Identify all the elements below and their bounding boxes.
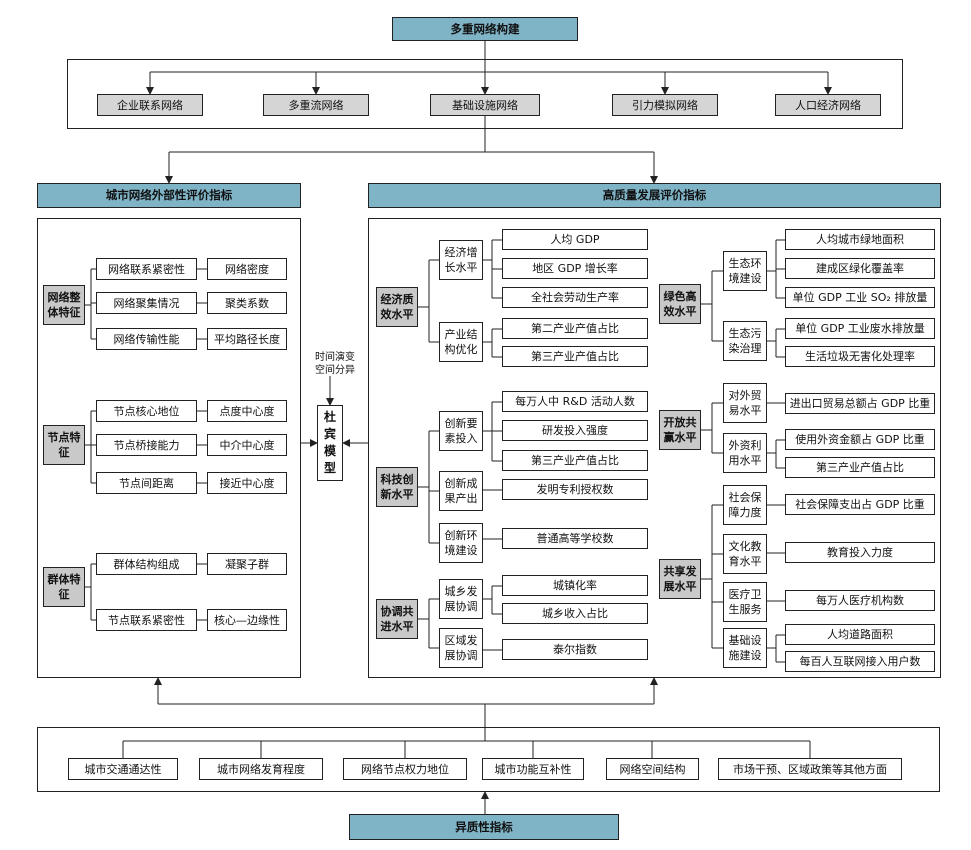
subcategory-box: 文化教育水平: [723, 534, 767, 574]
category-box: 科技创新水平: [376, 467, 418, 507]
category-box: 绿色高效水平: [659, 284, 701, 324]
heterogeneity-frame: [37, 727, 940, 792]
network-box: 人口经济网络: [775, 94, 881, 116]
indicator-box: 第三产业产值占比: [502, 346, 648, 367]
heterogeneity-title: 异质性指标: [349, 814, 619, 840]
indicator-box: 地区 GDP 增长率: [502, 258, 648, 279]
aspect-box: 网络联系紧密性: [96, 258, 197, 280]
indicator-box: 建成区绿化覆盖率: [785, 258, 935, 279]
subcategory-box: 城乡发展协调: [439, 579, 483, 619]
subcategory-box: 医疗卫生服务: [723, 582, 767, 622]
group-box: 节点特征: [43, 425, 85, 465]
indicator-box: 普通高等学校数: [502, 528, 648, 549]
subcategory-box: 区域发展协调: [439, 628, 483, 668]
indicator-box: 社会保障支出占 GDP 比重: [785, 494, 935, 515]
metric-box: 聚类系数: [207, 292, 287, 314]
category-box: 共享发展水平: [659, 559, 701, 599]
network-frame: [67, 59, 903, 129]
indicator-box: 每万人医疗机构数: [785, 590, 935, 611]
factor-box: 网络空间结构: [606, 758, 699, 780]
subcategory-box: 创新要素投入: [439, 411, 483, 451]
aspect-box: 节点联系紧密性: [96, 609, 197, 631]
metric-box: 网络密度: [207, 258, 287, 280]
method-note: 时间演变 空间分异: [315, 352, 355, 376]
indicator-box: 人均 GDP: [502, 229, 648, 250]
externality-panel-title: 城市网络外部性评价指标: [37, 183, 301, 208]
subcategory-box: 对外贸易水平: [723, 383, 767, 423]
subcategory-box: 创新成果产出: [439, 471, 483, 511]
aspect-box: 节点间距离: [96, 472, 197, 494]
indicator-box: 人均城市绿地面积: [785, 229, 935, 250]
aspect-box: 节点桥接能力: [96, 434, 197, 456]
aspect-box: 网络传输性能: [96, 328, 197, 350]
metric-box: 凝聚子群: [207, 553, 287, 575]
subcategory-box: 经济增长水平: [439, 240, 483, 280]
indicator-box: 使用外资金额占 GDP 比重: [785, 429, 935, 450]
indicator-box: 城乡收入占比: [502, 603, 648, 624]
network-box: 引力模拟网络: [612, 94, 718, 116]
multi-network-title: 多重网络构建: [392, 17, 578, 41]
indicator-box: 每万人中 R&D 活动人数: [502, 391, 648, 412]
factor-box: 市场干预、区域政策等其他方面: [718, 758, 902, 780]
indicator-box: 单位 GDP 工业废水排放量: [785, 318, 935, 339]
subcategory-box: 产业结构优化: [439, 322, 483, 362]
group-box: 网络整体特征: [43, 285, 85, 325]
subcategory-box: 创新环境建设: [439, 523, 483, 563]
metric-box: 核心—边缘性: [207, 609, 287, 631]
aspect-box: 节点核心地位: [96, 400, 197, 422]
subcategory-box: 生态环境建设: [723, 251, 767, 291]
indicator-box: 进出口贸易总额占 GDP 比重: [785, 393, 935, 414]
indicator-box: 单位 GDP 工业 SO₂ 排放量: [785, 287, 935, 308]
aspect-box: 群体结构组成: [96, 553, 197, 575]
durbin-model-box: 杜宾模型: [317, 405, 343, 481]
indicator-box: 第三产业产值占比: [785, 457, 935, 478]
metric-box: 中介中心度: [207, 434, 287, 456]
metric-box: 平均路径长度: [207, 328, 287, 350]
subcategory-box: 生态污染治理: [723, 321, 767, 361]
category-box: 开放共赢水平: [659, 410, 701, 450]
indicator-box: 人均道路面积: [785, 624, 935, 645]
factor-box: 城市功能互补性: [482, 758, 584, 780]
indicator-box: 每百人互联网接入用户数: [785, 651, 935, 672]
category-box: 协调共进水平: [376, 599, 418, 639]
category-box: 经济质效水平: [376, 287, 418, 327]
network-box: 企业联系网络: [97, 94, 203, 116]
indicator-box: 第三产业产值占比: [502, 450, 648, 471]
aspect-box: 网络聚集情况: [96, 292, 197, 314]
group-box: 群体特征: [43, 567, 85, 607]
network-box: 基础设施网络: [430, 94, 540, 116]
subcategory-box: 外资利用水平: [723, 433, 767, 473]
subcategory-box: 社会保障力度: [723, 485, 767, 525]
factor-box: 城市交通通达性: [68, 758, 178, 780]
left-panel-frame: [37, 218, 301, 678]
factor-box: 网络节点权力地位: [343, 758, 467, 780]
factor-box: 城市网络发育程度: [199, 758, 323, 780]
indicator-box: 全社会劳动生产率: [502, 287, 648, 308]
subcategory-box: 基础设施建设: [723, 628, 767, 668]
right-panel-frame: [368, 218, 941, 678]
metric-box: 接近中心度: [207, 472, 287, 494]
quality-panel-title: 高质量发展评价指标: [368, 183, 941, 208]
metric-box: 点度中心度: [207, 400, 287, 422]
network-box: 多重流网络: [263, 94, 369, 116]
indicator-box: 泰尔指数: [502, 639, 648, 660]
indicator-box: 第二产业产值占比: [502, 318, 648, 339]
indicator-box: 生活垃圾无害化处理率: [785, 346, 935, 367]
indicator-box: 发明专利授权数: [502, 479, 648, 500]
indicator-box: 城镇化率: [502, 575, 648, 596]
indicator-box: 研发投入强度: [502, 420, 648, 441]
indicator-box: 教育投入力度: [785, 542, 935, 563]
